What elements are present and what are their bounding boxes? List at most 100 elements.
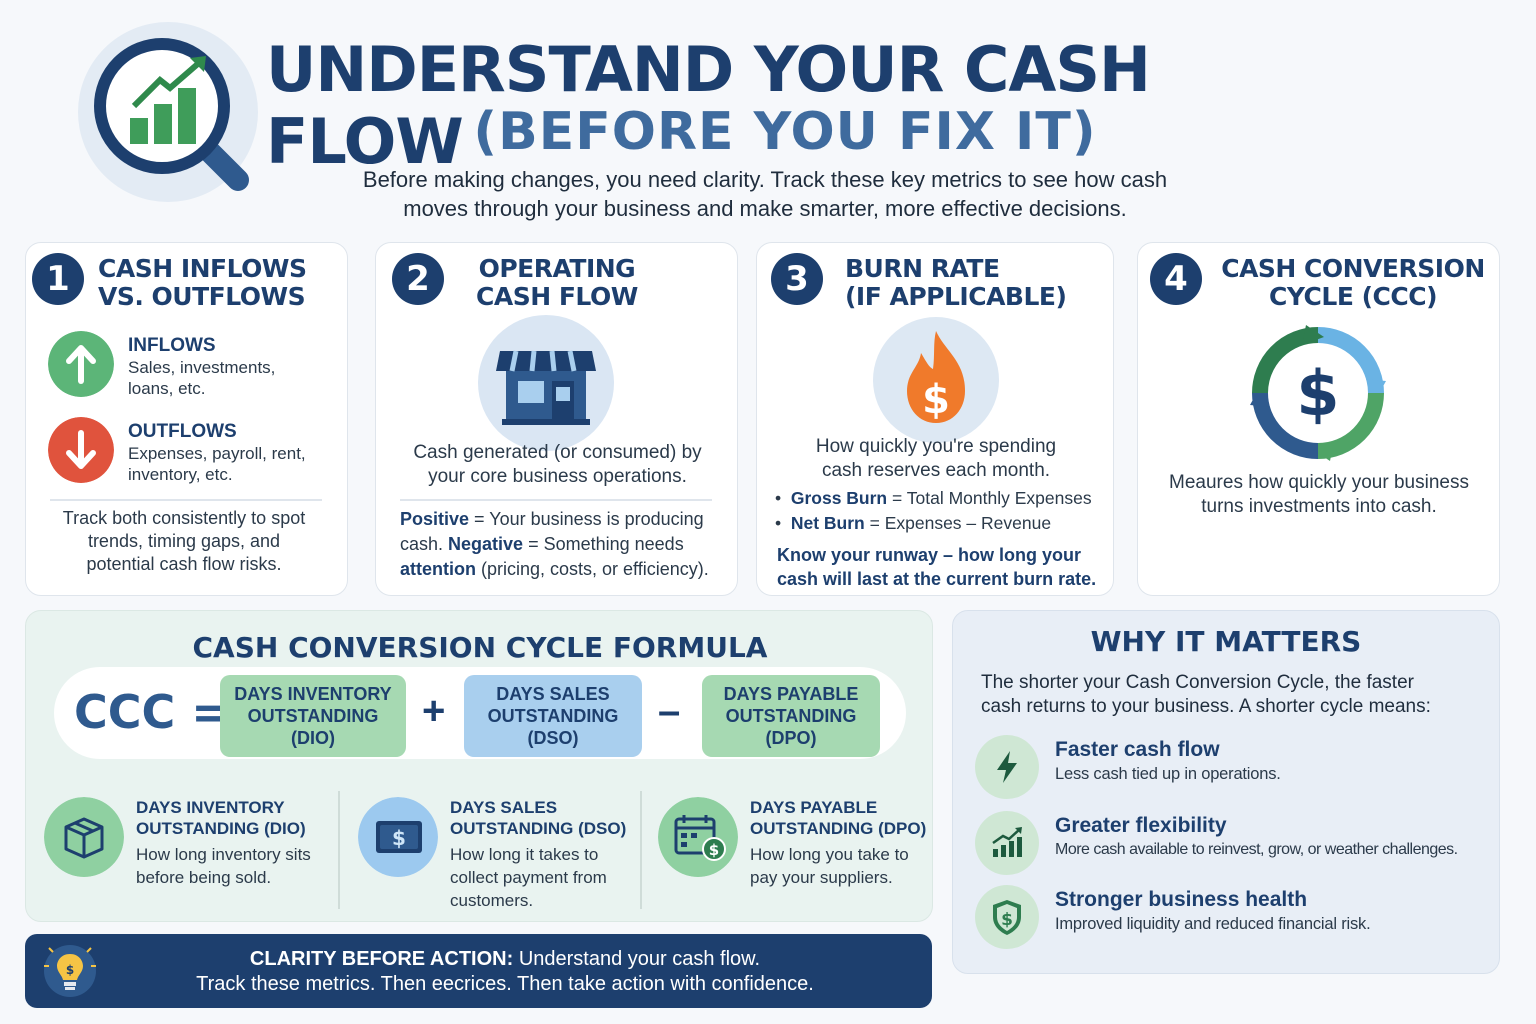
benefit-desc: Improved liquidity and reduced financial…: [1055, 915, 1371, 933]
positive-label: Positive: [400, 509, 470, 529]
card-burn-rate: 3 BURN RATE (IF APPLICABLE) $ How quickl…: [756, 242, 1114, 596]
note-line: trends, timing gaps, and: [87, 531, 281, 551]
benefit-title: Greater flexibility: [1055, 814, 1227, 837]
svg-text:$: $: [709, 841, 719, 859]
definition-dio: DAYS INVENTORY OUTSTANDING (DIO) How lon…: [44, 797, 311, 889]
box-line: OUTSTANDING: [487, 706, 619, 726]
lightning-icon: [975, 735, 1039, 799]
svg-text:$: $: [1001, 910, 1013, 930]
card-operating-cash-flow: 2 OPERATING CASH FLOW Cash generated (or…: [375, 242, 738, 596]
invoice-dollar-icon: $: [358, 797, 438, 877]
desc-line: your core business operations.: [428, 466, 687, 487]
net-burn-text: = Expenses – Revenue: [864, 513, 1052, 533]
intro-line: Before making changes, you need clarity.…: [362, 167, 1168, 192]
net-burn-item: • Net Burn = Expenses – Revenue: [775, 513, 1052, 533]
desc-line: Meaures how quickly your business: [1169, 472, 1469, 493]
attention-text: (pricing, costs, or efficiency).: [476, 559, 709, 579]
runway-line: cash will last at the current burn rate.: [777, 569, 1097, 589]
card-title-line: CASH INFLOWS: [98, 254, 307, 283]
desc-line: turns investments into cash.: [1201, 496, 1437, 517]
benefit-desc: More cash available to reinvest, grow, o…: [1055, 841, 1458, 858]
card-title-line: (IF APPLICABLE): [845, 282, 1067, 311]
note-line: potential cash flow risks.: [86, 554, 282, 574]
separator: [640, 791, 642, 909]
intro-line: moves through your business and make sma…: [403, 196, 1127, 221]
def-head: OUTSTANDING (DIO): [136, 819, 306, 838]
def-line: How long inventory sits: [136, 845, 311, 864]
arrow-down-icon: [48, 417, 114, 483]
step-number: 2: [392, 253, 444, 305]
def-desc: How long you take to pay your suppliers.: [750, 843, 926, 889]
outflows-label: OUTFLOWS: [128, 421, 237, 442]
box-line: OUTSTANDING: [247, 706, 379, 726]
inflows-desc: Sales, investments,: [128, 358, 276, 377]
def-line: customers.: [450, 891, 534, 910]
burn-list: • Gross Burn = Total Monthly Expenses • …: [775, 486, 1115, 536]
card-title: OPERATING CASH FLOW: [476, 255, 638, 311]
definition-dso: $ DAYS SALES OUTSTANDING (DSO) How long …: [358, 797, 626, 912]
gross-burn-text: = Total Monthly Expenses: [887, 488, 1092, 508]
step-number: 1: [32, 253, 84, 305]
calendar-dollar-icon: $: [658, 797, 738, 877]
runway-note: Know your runway – how long your cash wi…: [777, 543, 1113, 591]
def-desc: How long inventory sits before being sol…: [136, 843, 311, 889]
card-desc: Meaures how quickly your business turns …: [1144, 471, 1494, 519]
plus-operator: +: [422, 689, 446, 733]
benefit-desc: Less cash tied up in operations.: [1055, 765, 1281, 783]
positive-text: = Your business is producing: [469, 509, 704, 529]
card-title-line: CYCLE (CCC): [1268, 282, 1438, 311]
def-desc: How long it takes to collect payment fro…: [450, 843, 626, 912]
box-icon: [44, 797, 124, 877]
card-title-line: CASH FLOW: [476, 282, 638, 311]
card-note: Positive = Your business is producing ca…: [400, 507, 730, 582]
separator: [338, 791, 340, 909]
divider: [400, 499, 712, 501]
note-fragment: cash.: [400, 534, 449, 554]
page-subtitle: (BEFORE YOU FIX IT): [473, 102, 1097, 162]
outflows-desc: inventory, etc.: [128, 465, 233, 484]
inflows-desc: loans, etc.: [128, 379, 206, 398]
def-head: OUTSTANDING (DPO): [750, 819, 927, 838]
svg-text:$: $: [922, 377, 950, 423]
card-title-line: CASH CONVERSION: [1221, 254, 1485, 283]
negative-text: = Something needs: [523, 534, 684, 554]
step-number: 3: [771, 253, 823, 305]
def-head: DAYS INVENTORY: [136, 798, 285, 817]
desc-line: How quickly you're spending: [815, 436, 1057, 457]
def-line: How long it takes to: [450, 845, 599, 864]
cycle-dollar-icon: $: [1250, 325, 1386, 461]
note-line: Track both consistently to spot: [62, 508, 306, 528]
card-desc: Cash generated (or consumed) by your cor…: [386, 441, 729, 489]
divider: [50, 499, 322, 501]
box-line: DAYS PAYABLE: [723, 684, 859, 704]
box-line: (DPO): [765, 728, 817, 748]
shield-dollar-icon: $: [975, 885, 1039, 949]
why-intro-line: cash returns to your business. A shorter…: [981, 696, 1431, 717]
def-head: DAYS SALES: [450, 798, 558, 817]
banner-line-2: Track these metrics. Then eecrices. Then…: [196, 973, 814, 995]
box-line: DAYS SALES: [496, 684, 610, 704]
minus-operator: –: [658, 689, 681, 733]
negative-label: Negative: [448, 534, 524, 554]
box-line: (DIO): [290, 728, 335, 748]
def-head: OUTSTANDING (DSO): [450, 819, 627, 838]
desc-line: Cash generated (or consumed) by: [413, 442, 702, 463]
outflows-row: OUTFLOWS Expenses, payroll, rent, invent…: [48, 417, 306, 485]
card-title: CASH CONVERSION CYCLE (CCC): [1218, 255, 1488, 311]
card-title-line: VS. OUTFLOWS: [98, 282, 306, 311]
benefit-stronger-business-health: $ Stronger business health Improved liqu…: [975, 885, 1371, 949]
lightbulb-icon: $: [44, 945, 96, 997]
card-title-line: BURN RATE: [845, 254, 1000, 283]
box-line: OUTSTANDING: [725, 706, 857, 726]
banner-text: Understand your cash flow.: [513, 948, 761, 970]
storefront-icon: [478, 315, 614, 451]
why-intro: The shorter your Cash Conversion Cycle, …: [981, 671, 1481, 719]
card-cash-conversion-cycle: 4 CASH CONVERSION CYCLE (CCC) $ Meaures …: [1137, 242, 1500, 596]
growth-chart-icon: [975, 811, 1039, 875]
card-cash-inflows-outflows: 1 CASH INFLOWS VS. OUTFLOWS INFLOWS Sale…: [25, 242, 348, 596]
ccc-formula-panel: CASH CONVERSION CYCLE FORMULA CCC = DAYS…: [25, 610, 933, 922]
box-line: DAYS INVENTORY: [234, 684, 392, 704]
